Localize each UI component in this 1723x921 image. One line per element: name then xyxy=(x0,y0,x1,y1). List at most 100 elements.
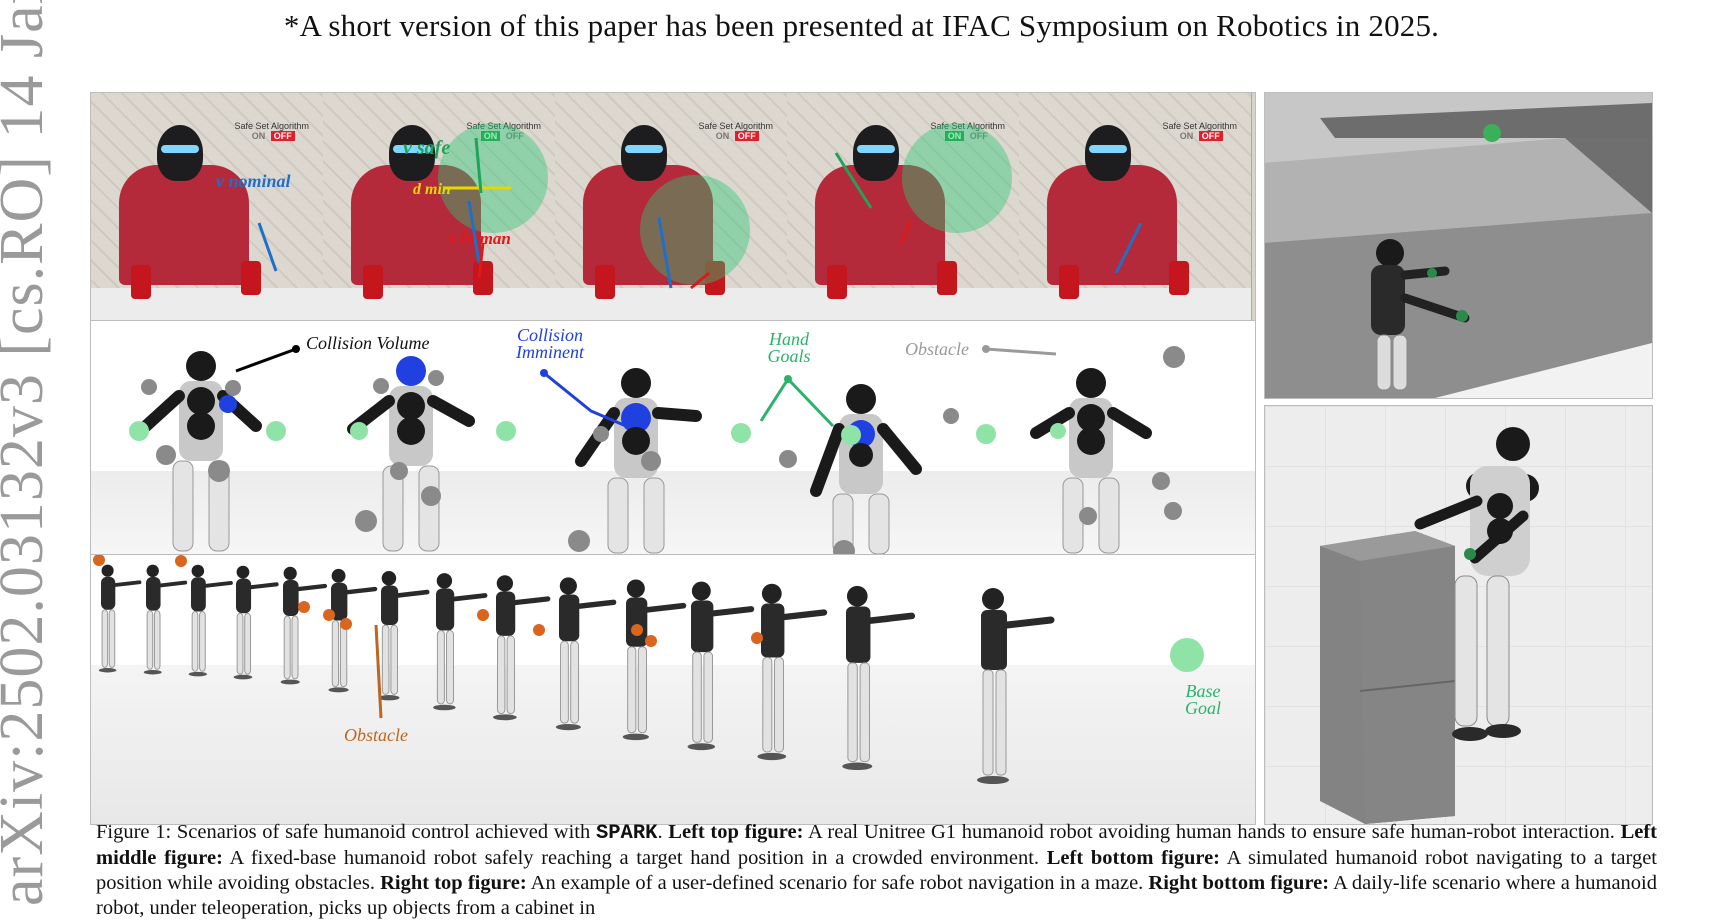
caption-left-bottom-label: Left bottom figure: xyxy=(1046,847,1221,869)
safe-set-title: Safe Set Algorithm xyxy=(698,121,773,131)
soda-can xyxy=(595,265,615,299)
robot-visor xyxy=(625,145,663,153)
off-badge: OFF xyxy=(969,131,988,141)
walking-robot-14 xyxy=(842,585,916,771)
on-badge: ON xyxy=(944,131,965,141)
soda-can xyxy=(241,261,261,295)
orange-obstacle xyxy=(298,601,310,613)
orange-obstacle xyxy=(477,609,489,621)
left-middle-scene xyxy=(129,345,1185,555)
table xyxy=(323,288,555,321)
safe-set-title: Safe Set Algorithm xyxy=(930,121,1005,131)
velocity-arrows xyxy=(257,137,1143,290)
safety-bubble xyxy=(640,175,750,285)
v-safe-label: v safe xyxy=(403,137,451,159)
caption-left-middle-text: A fixed-base humanoid robot safely reach… xyxy=(222,847,1047,869)
safe-set-title: Safe Set Algorithm xyxy=(466,121,541,131)
collision-imminent-label: Collision Imminent xyxy=(516,325,584,362)
vector-arrow xyxy=(1114,222,1143,274)
vector-arrow xyxy=(257,222,278,272)
vector-arrow xyxy=(467,200,481,264)
walking-robot-5 xyxy=(280,566,328,685)
collision-volume-label: Collision Volume xyxy=(306,333,430,353)
maze-scene xyxy=(1265,93,1652,398)
obstacle-arrow xyxy=(374,624,383,719)
on-badge: ON xyxy=(1179,131,1194,141)
caption-left-bottom-text: A simulated humanoid robot navigating to… xyxy=(96,847,1657,894)
caption-system-name: SPARK xyxy=(595,822,658,845)
table xyxy=(1019,288,1251,321)
walking-robot-3 xyxy=(188,564,233,677)
off-badge: OFF xyxy=(270,131,295,141)
cabinet-robot xyxy=(1414,427,1539,741)
obstacle-label: Obstacle xyxy=(905,339,969,359)
robot-5 xyxy=(1030,368,1152,554)
safety-bubble xyxy=(902,123,1012,233)
on-badge: ON xyxy=(480,131,501,141)
robot-visor xyxy=(1089,145,1127,153)
robot-2 xyxy=(347,356,475,552)
obstacle-balls xyxy=(141,346,1185,555)
cabinet-scene xyxy=(1265,406,1652,824)
hand-goals-label: Hand Goals xyxy=(767,329,811,366)
soda-can xyxy=(473,261,493,295)
orange-obstacle xyxy=(93,555,105,566)
safe-set-title: Safe Set Algorithm xyxy=(234,121,309,131)
walking-robot-1 xyxy=(98,564,142,673)
vector-arrow xyxy=(657,217,673,289)
orange-obstacle xyxy=(751,632,763,644)
annotation-arrows xyxy=(235,345,1057,428)
walking-robot-7 xyxy=(378,570,430,701)
caption-right-bottom-label: Right bottom figure: xyxy=(1148,872,1330,894)
vector-arrow xyxy=(834,152,873,209)
robot-visor xyxy=(857,145,895,153)
orange-obstacle xyxy=(533,624,545,636)
on-badge: ON xyxy=(251,131,266,141)
robot-head xyxy=(853,125,899,181)
off-badge: OFF xyxy=(505,131,524,141)
robot-head xyxy=(157,125,203,181)
maze-robot xyxy=(1371,239,1470,391)
right-top-panel xyxy=(1264,92,1653,399)
figure-caption: Figure 1: Scenarios of safe humanoid con… xyxy=(96,821,1658,919)
walking-robot-6 xyxy=(328,568,378,693)
orange-obstacle xyxy=(340,618,352,630)
hand-goal-balls xyxy=(129,421,1066,445)
table xyxy=(555,288,787,321)
robot-visor xyxy=(161,145,199,153)
walking-robot-9 xyxy=(493,575,551,721)
walking-robot-11 xyxy=(622,579,687,741)
vector-arrow xyxy=(899,220,913,244)
vector-arrow xyxy=(474,137,483,194)
safe-set-title: Safe Set Algorithm xyxy=(1162,121,1237,131)
walking-robot-4 xyxy=(233,565,279,680)
v-human-label: v human xyxy=(449,229,511,248)
robot-head xyxy=(389,125,435,181)
soda-can xyxy=(1059,265,1079,299)
soda-can xyxy=(937,261,957,295)
v-nominal-label: v nominal xyxy=(216,171,291,191)
soda-can xyxy=(363,265,383,299)
orange-obstacle xyxy=(631,624,643,636)
vector-arrow xyxy=(690,271,710,290)
soda-can xyxy=(1169,261,1189,295)
orange-obstacle xyxy=(645,635,657,647)
caption-prefix: Figure 1: Scenarios of safe humanoid con… xyxy=(96,821,596,843)
orange-obstacle xyxy=(175,555,187,567)
presentation-note: *A short version of this paper has been … xyxy=(283,8,1440,43)
robot-3 xyxy=(575,368,702,554)
base-goal-ball xyxy=(1170,638,1204,672)
safety-bubble xyxy=(438,123,548,233)
walking-robot-13 xyxy=(757,583,828,761)
walking-sequence xyxy=(93,555,1204,784)
soda-can xyxy=(131,265,151,299)
d-min-label: d min xyxy=(413,181,451,198)
